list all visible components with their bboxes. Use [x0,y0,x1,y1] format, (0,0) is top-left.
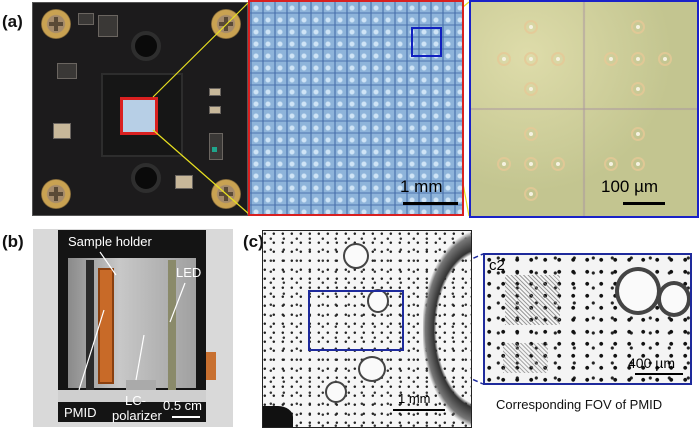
magnified-lens-image: 100 µm [469,0,699,218]
roi-box-c2 [308,290,404,351]
lens-ring [524,127,538,141]
label-lc-polarizer-1: LC- [125,393,146,408]
lens-ring [631,82,645,96]
muscle-fibers [503,343,548,373]
pcb-component [78,13,94,25]
scale-bar [403,202,458,205]
lens-ring [497,52,511,66]
scale-bar-label: 1 mm [400,177,443,196]
pcb-component [53,123,71,139]
pcb-component [209,106,221,114]
tissue-vessel [657,281,690,317]
label-pmid: PMID [64,405,97,420]
roi-box-blue [411,27,442,57]
lens-ring [631,20,645,34]
lens-ring [551,157,565,171]
lens-ring [524,157,538,171]
pcb-component [57,63,77,79]
scale-bar-label: 400 µm [628,355,675,371]
tissue-dark-region [263,406,293,427]
mount-hole [131,163,161,193]
lens-ring [524,52,538,66]
scale-bar [393,409,445,411]
lens-ring [631,52,645,66]
pcb-led-green [212,147,217,152]
lens-ring [524,20,538,34]
pcb-component [209,133,223,160]
pcb-component [175,175,193,189]
connector [206,352,216,380]
screw-icon [41,179,71,209]
tissue-vessel [358,356,386,382]
c2-inset-image: c2 400 µm [483,253,692,385]
tissue-vessel [325,381,347,403]
panel-c-label: (c) [243,232,264,251]
figure-caption-c2: Corresponding FOV of PMID [496,397,663,412]
lens-ring [604,157,618,171]
lens-ring [658,52,672,66]
lens-ring [497,157,511,171]
device-photo [58,230,216,422]
microlens-array-image: 1 mm [248,0,464,216]
tissue-overview-image: 1 mm [262,230,472,428]
label-led: LED [176,265,202,280]
screw-icon [41,9,71,39]
lens-ring [524,187,538,201]
inset-label: c2 [489,257,505,274]
lens-ring [631,157,645,171]
scale-bar-label: 1 mm [398,391,431,406]
lens-ring [631,127,645,141]
lens-ring [524,82,538,96]
pmid-board [86,260,94,390]
device-base [58,390,206,402]
lens-ring [604,52,618,66]
lens-ring [551,52,565,66]
sensor-highlight-box [120,97,158,135]
panel-b-label: (b) [2,232,24,251]
muscle-fibers [505,275,560,325]
panel-a-label: (a) [2,12,23,31]
scale-bar-label: 100 µm [601,177,659,196]
annotation-pointer-lines [78,251,186,391]
led-board [168,260,176,390]
tissue-vessel [343,243,369,269]
label-lc-polarizer-2: polarizer [112,408,162,423]
scale-bar [635,373,683,375]
tissue-vessel [615,267,661,315]
pcb-component [209,88,221,96]
scale-bar-label: 0.5 cm [163,398,203,413]
tissue-edge [423,231,471,427]
sensor-housing [101,73,183,157]
scale-bar [623,202,665,205]
mount-hole [131,31,161,61]
scale-bar [172,416,200,418]
pcb-component [98,15,118,37]
label-sample-holder: Sample holder [68,234,152,249]
